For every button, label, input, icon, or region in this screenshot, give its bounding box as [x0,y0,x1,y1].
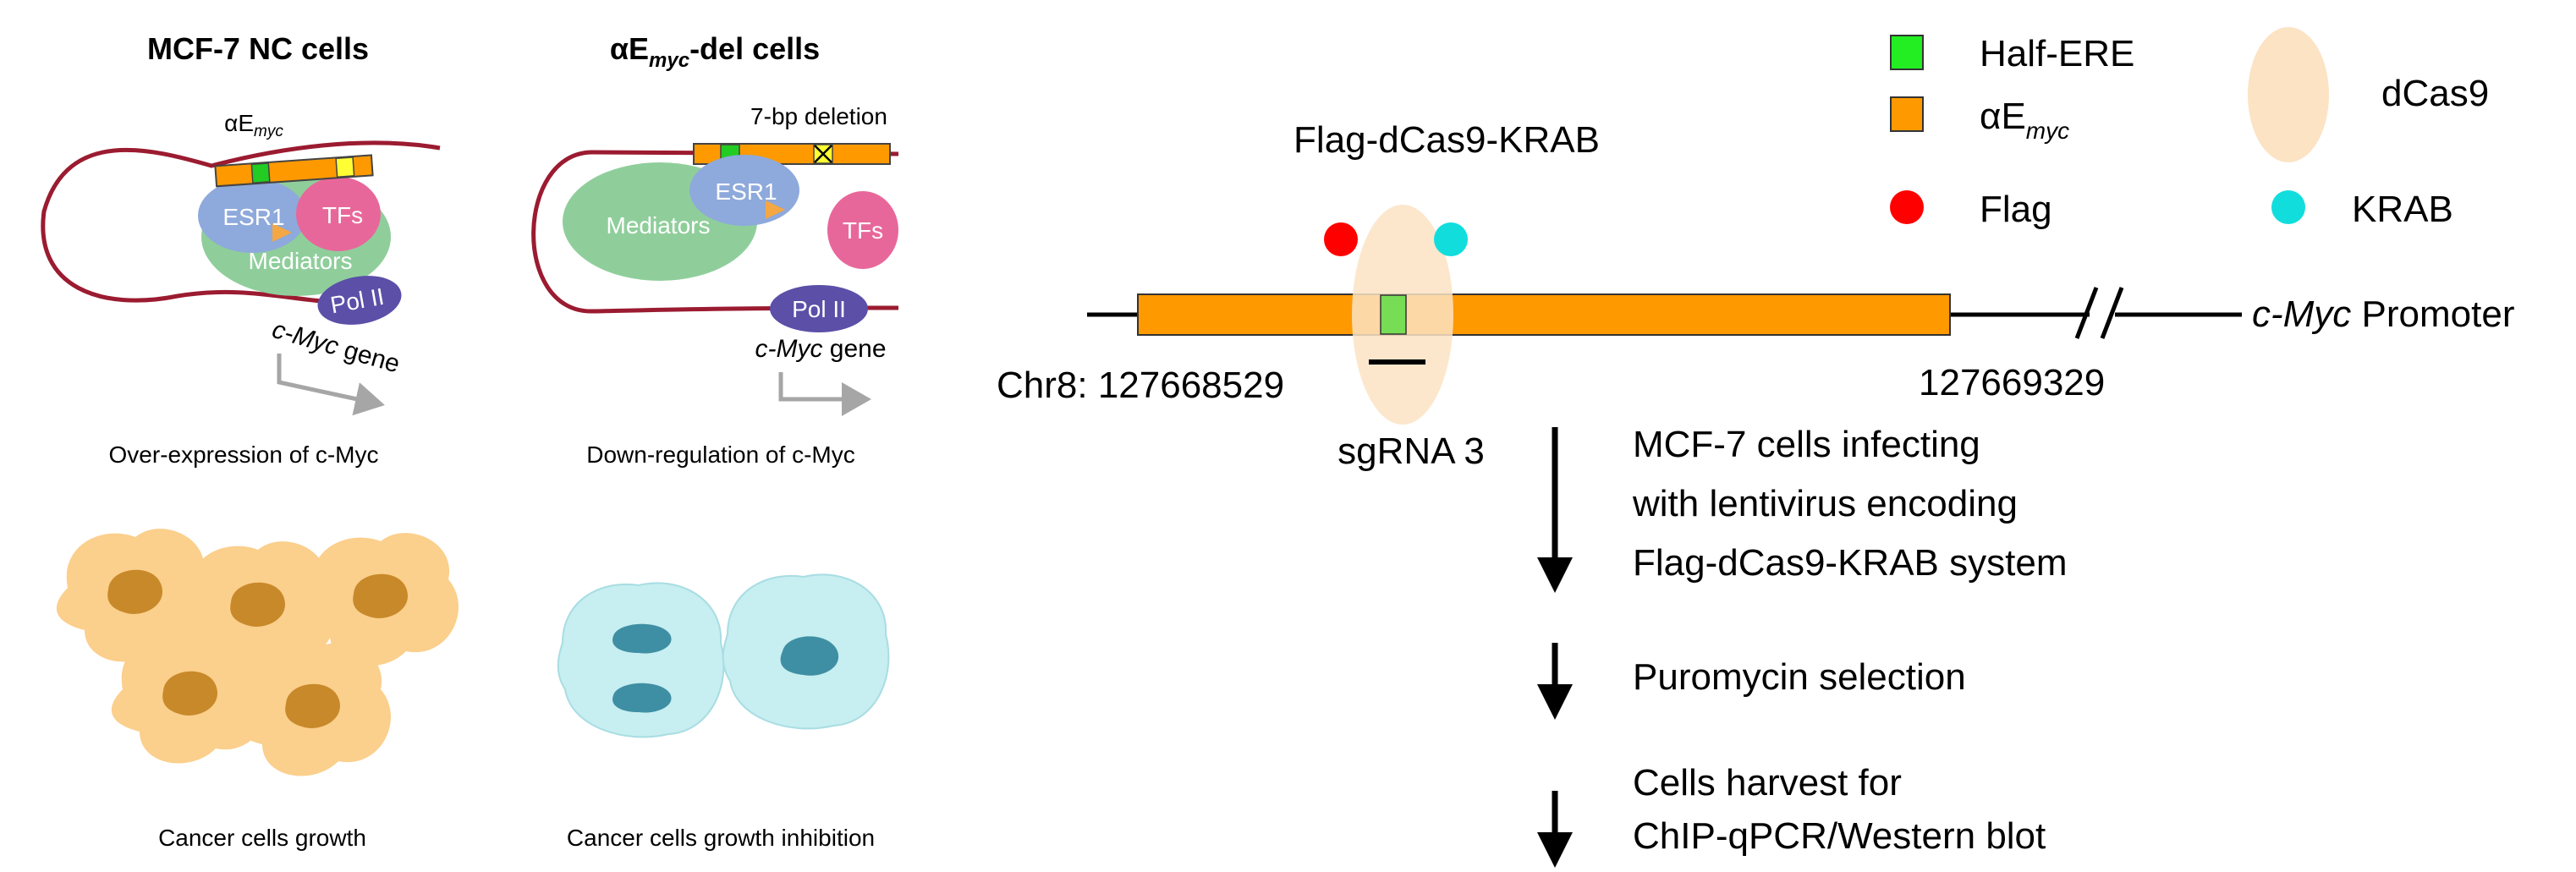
nc-growth-caption: Cancer cells growth [158,825,366,851]
nc-cell-cluster [56,529,459,776]
del-mediators-label: Mediators [607,212,711,239]
del-transcription-arrow [778,372,871,416]
legend-flag-label: Flag [1980,189,2052,230]
nc-enhancer-label: αEmyc [224,110,283,140]
del-triangle-marker [766,200,785,219]
del-tfs [827,191,898,269]
nc-transcription-arrow [277,354,385,416]
step-1-line-3: Flag-dCas9-KRAB system [1633,542,2067,584]
deletion-label: 7-bp deletion [750,103,887,129]
del-esr1-label: ESR1 [715,178,777,205]
step-1-line-2: with lentivirus encoding [1632,483,2018,524]
nc-mediators-label: Mediators [249,248,353,274]
del-caption: Down-regulation of c-Myc [586,441,854,468]
legend-dcas9-swatch [2248,27,2329,162]
nc-panel: MCF-7 NC cells αEmyc ESR1 TFs Mediators … [41,31,459,851]
nc-cell [56,529,213,662]
del-growth-caption: Cancer cells growth inhibition [567,825,875,851]
enhancer-region [1137,293,1951,336]
crispr-panel: Flag-dCas9-KRAB Chr8: 127668529 12766932… [997,119,2514,868]
legend-aemyc-swatch [1890,96,1924,132]
step-1-line-1: MCF-7 cells infecting [1633,424,1980,465]
chr-start-label: Chr8: 127668529 [997,365,1284,406]
nc-gene-label: c-Myc gene [269,315,403,378]
del-cell [722,573,890,730]
nc-yellow-site [335,156,355,178]
legend-dcas9-label: dCas9 [2381,73,2489,114]
axis-break-icon [2074,287,2124,339]
legend-half-ere-label: Half-ERE [1980,33,2134,74]
sgrna-label: sgRNA 3 [1337,431,1485,472]
nc-half-ere [250,162,271,184]
construct-label: Flag-dCas9-KRAB [1293,119,1600,161]
del-pol2 [770,285,868,332]
promoter-label: c-Myc Promoter [2252,293,2514,335]
nc-pol2 [317,276,402,325]
nc-esr1-label: ESR1 [222,204,284,230]
step-3-line-1: Cells harvest for [1633,762,1902,803]
nc-title: MCF-7 NC cells [147,31,369,66]
deletion-x-icon [814,145,832,163]
nc-triangle-marker [272,223,292,242]
del-panel: αEmyc-del cells 7-bp deletion ESR1 Media… [531,31,899,851]
nc-cell [111,630,268,764]
nc-dna-loop [41,140,441,305]
legend-krab-dot [2271,190,2305,224]
del-pol2-label: Pol II [792,296,846,322]
step-3-line-2: ChIP-qPCR/Western blot [1633,815,2046,857]
del-title: αEmyc-del cells [610,31,820,72]
del-cell [557,582,725,738]
nc-tfs [296,177,381,251]
krab-dot [1434,222,1468,256]
legend: Half-ERE αEmyc Flag dCas9 KRAB [1890,27,2489,230]
del-gene-label: c-Myc gene [755,335,886,363]
nc-tfs-label: TFs [322,202,363,228]
legend-krab-label: KRAB [2352,189,2453,230]
del-tfs-label: TFs [843,217,883,244]
nc-cell [233,643,391,776]
step-2-line-1: Puromycin selection [1633,656,1966,698]
legend-flag-dot [1890,190,1924,224]
nc-cell [301,533,459,666]
nc-caption: Over-expression of c-Myc [109,441,379,468]
target-half-ere [1380,294,1407,335]
legend-half-ere-swatch [1890,35,1924,70]
flag-dot [1324,222,1358,256]
chr-end-label: 127669329 [1919,362,2105,403]
legend-aemyc-label: αEmyc [1980,96,2069,144]
